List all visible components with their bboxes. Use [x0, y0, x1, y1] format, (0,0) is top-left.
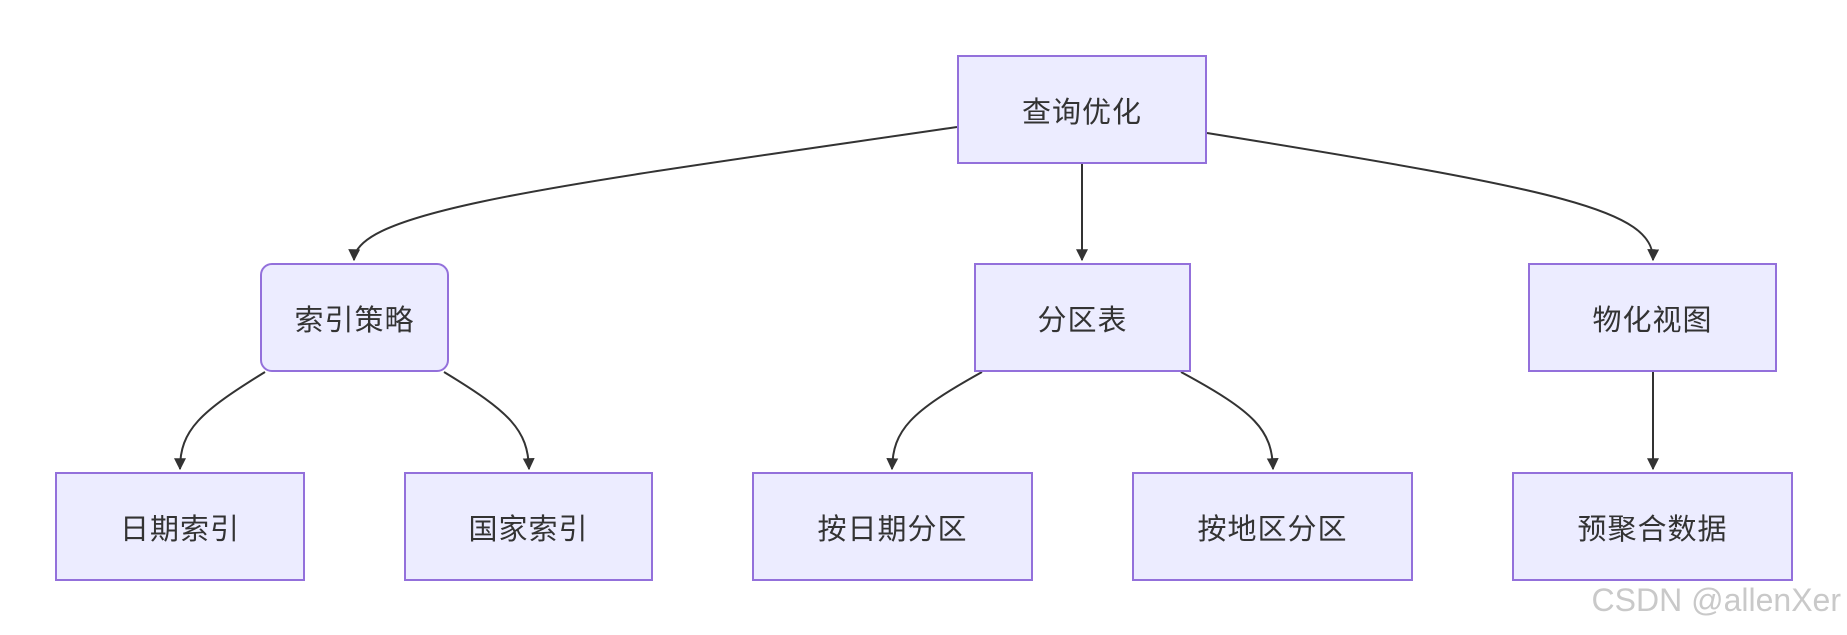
- node-root-label: 查询优化: [1021, 94, 1142, 129]
- node-index-strategy[interactable]: 索引策略: [260, 263, 449, 372]
- node-partition-table[interactable]: 分区表: [974, 263, 1191, 372]
- node-materialized-view[interactable]: 物化视图: [1528, 263, 1777, 372]
- node-date-index[interactable]: 日期索引: [55, 472, 305, 581]
- watermark-text: CSDN @allenXer: [1591, 582, 1841, 618]
- node-partition-by-region-label: 按地区分区: [1197, 511, 1348, 546]
- node-root[interactable]: 查询优化: [957, 55, 1207, 164]
- edge-root-to-index-strategy: [348, 126, 958, 262]
- node-partition-by-date-label: 按日期分区: [817, 511, 968, 546]
- node-partition-by-date[interactable]: 按日期分区: [752, 472, 1033, 581]
- node-pre-aggregated-data[interactable]: 预聚合数据: [1512, 472, 1793, 581]
- edge-root-to-materialized-view: [1206, 132, 1660, 262]
- node-index-strategy-label: 索引策略: [294, 302, 415, 337]
- node-partition-by-region[interactable]: 按地区分区: [1132, 472, 1413, 581]
- edge-index-strategy-to-country-index: [443, 371, 535, 471]
- edge-index-strategy-to-date-index: [174, 371, 266, 471]
- edge-partition-table-to-partition-by-region: [1180, 371, 1279, 471]
- node-partition-table-label: 分区表: [1037, 302, 1128, 337]
- node-country-index[interactable]: 国家索引: [404, 472, 653, 581]
- node-materialized-view-label: 物化视图: [1592, 302, 1713, 337]
- node-country-index-label: 国家索引: [468, 511, 589, 546]
- node-date-index-label: 日期索引: [119, 511, 240, 546]
- node-pre-aggregated-data-label: 预聚合数据: [1577, 511, 1728, 546]
- edge-partition-table-to-partition-by-date: [886, 371, 983, 471]
